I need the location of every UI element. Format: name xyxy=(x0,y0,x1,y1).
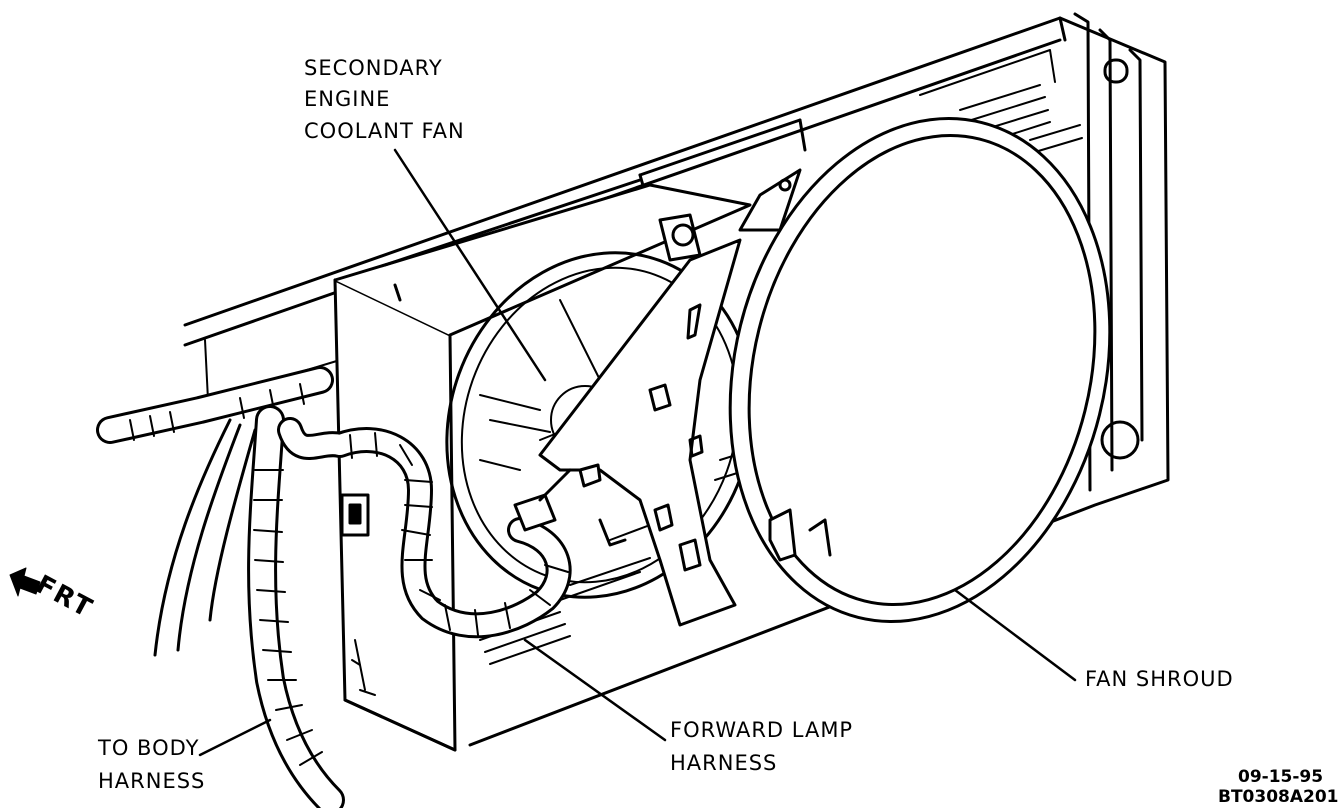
leader-forward-lamp xyxy=(523,638,667,742)
fan-shroud xyxy=(728,117,1112,623)
label-forward-lamp-line1: FORWARD LAMP xyxy=(670,718,853,742)
label-front: FRT xyxy=(31,570,98,625)
label-fan-shroud: FAN SHROUD xyxy=(1085,667,1234,691)
label-body-harness-line2: HARNESS xyxy=(98,769,205,793)
label-secondary-line2: ENGINE xyxy=(304,87,390,111)
figure-id: BT0308A201 xyxy=(1218,787,1339,807)
label-secondary-line1: SECONDARY xyxy=(304,56,443,80)
fan-bracket xyxy=(538,238,742,627)
leader-secondary-fan xyxy=(393,148,547,382)
wiring-harness xyxy=(96,366,602,808)
label-secondary-line3: COOLANT FAN xyxy=(304,119,465,143)
front-arrow-icon xyxy=(9,567,41,597)
label-body-harness-line1: TO BODY xyxy=(97,736,199,760)
leader-body-harness xyxy=(198,718,272,757)
figure-date: 09-15-95 xyxy=(1238,767,1323,787)
label-forward-lamp-line2: HARNESS xyxy=(670,751,777,775)
leader-fan-shroud xyxy=(953,588,1077,682)
leader-lines xyxy=(198,148,1077,757)
